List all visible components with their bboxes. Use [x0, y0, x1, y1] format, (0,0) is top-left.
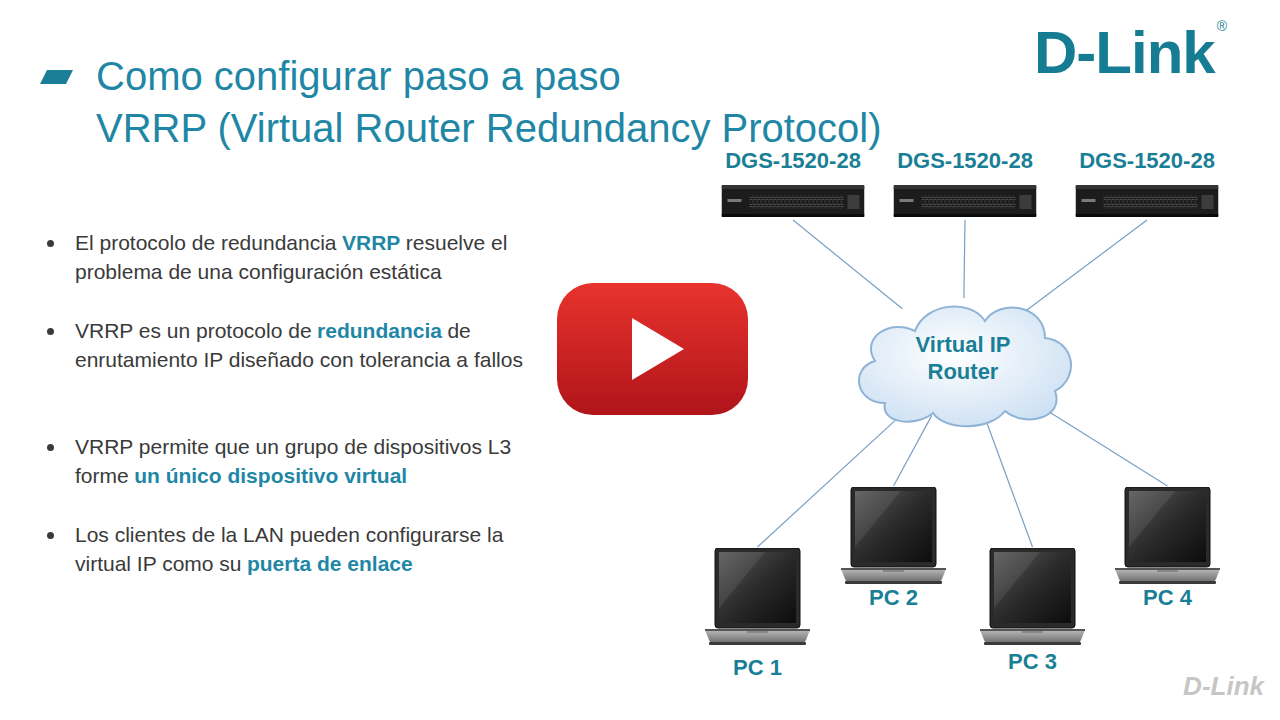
link-line: [894, 415, 932, 486]
cloud-label: Virtual IP Router: [903, 331, 1023, 385]
device-label: PC 4: [1106, 585, 1229, 611]
bullet-dot: [47, 444, 54, 451]
device-label: PC 3: [971, 649, 1094, 675]
body-text: VRRP es un protocolo de: [75, 319, 312, 342]
bullet-text: El protocolo de redundanciaVRRPresuelve …: [75, 228, 553, 286]
watermark: D-Link: [1183, 671, 1264, 702]
pc-node: PC 4: [1106, 486, 1229, 611]
registered-mark: ®: [1217, 18, 1227, 34]
bullet-text: VRRP es un protocolo deredundanciade enr…: [75, 316, 553, 374]
link-line: [1027, 220, 1147, 310]
pc-node: PC 3: [971, 547, 1094, 675]
bullet-dot: [47, 532, 54, 539]
bullet-text: Los clientes de la LAN pueden configurar…: [75, 520, 553, 578]
switch-node: DGS-1520-28: [1065, 148, 1229, 220]
link-line: [1034, 403, 1167, 486]
device-label: DGS-1520-28: [883, 148, 1047, 174]
switch-node: DGS-1520-28: [711, 148, 875, 220]
device-label: DGS-1520-28: [711, 148, 875, 174]
link-line: [758, 409, 908, 547]
device-label: PC 1: [696, 655, 819, 681]
body-text: El protocolo de redundancia: [75, 231, 337, 254]
highlight-text: un único dispositivo virtual: [134, 464, 407, 487]
bullet-text: VRRP permite que un grupo de dispositivo…: [75, 432, 553, 490]
highlight-text: puerta de enlace: [247, 552, 413, 575]
bullet-dot: [47, 240, 54, 247]
link-line: [793, 220, 902, 309]
device-label: DGS-1520-28: [1065, 148, 1229, 174]
link-line: [964, 220, 965, 298]
switch-node: DGS-1520-28: [883, 148, 1047, 220]
cloud-node: Virtual IP Router: [845, 283, 1081, 433]
device-label: PC 2: [832, 585, 955, 611]
page-title: Como configurar paso a paso VRRP (Virtua…: [96, 50, 888, 154]
cloud-shape: [845, 283, 1081, 433]
bullet-dot: [47, 328, 54, 335]
line-break-spacer: [625, 50, 888, 51]
brand-logo: D-Link®: [1034, 18, 1227, 87]
pc-node: PC 1: [696, 547, 819, 681]
highlight-text: redundancia: [317, 319, 442, 342]
logo-text: D-Link: [1034, 19, 1215, 86]
link-line: [985, 417, 1033, 547]
pc-node: PC 2: [832, 486, 955, 611]
highlight-text: VRRP: [342, 231, 400, 254]
